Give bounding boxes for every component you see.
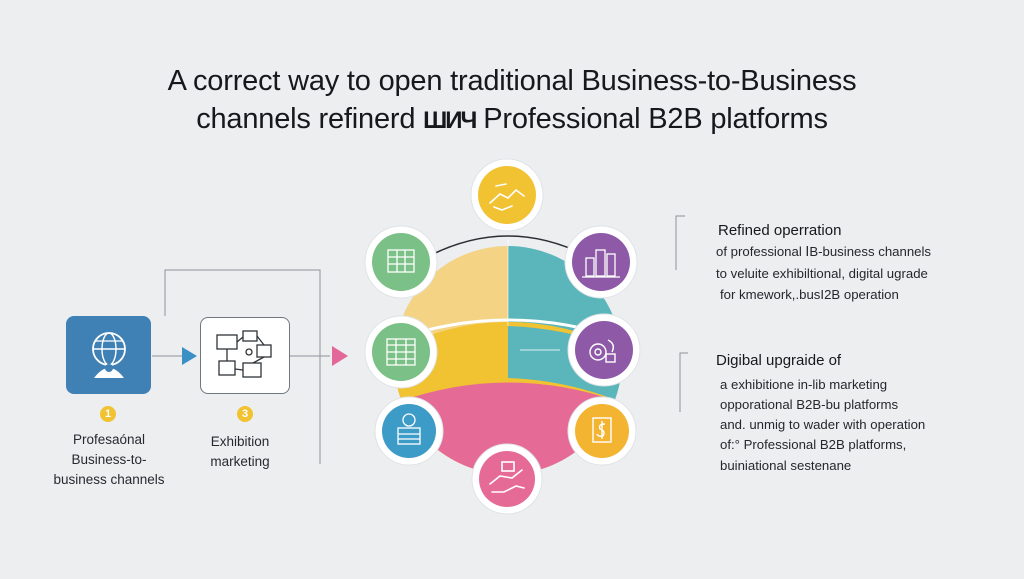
title-line-2-end: Professional B2B platforms (483, 103, 828, 135)
step-1-label-line-3: business channels (53, 472, 165, 487)
title-line-2-glyph: ШИЧ (423, 107, 477, 134)
node-top-right[interactable] (564, 225, 638, 299)
title-line-1: A correct way to open traditional Busine… (167, 65, 857, 97)
step-1-label-line-1: Profesaónal (72, 432, 146, 447)
block-2-line-3: and. unmig to wader with operation (720, 417, 926, 432)
spreadsheet-icon (386, 338, 416, 366)
step-1-label-line-2: Business-to- (71, 452, 147, 467)
node-top[interactable] (470, 158, 544, 232)
coin-device-icon (397, 413, 421, 445)
node-mid-left[interactable] (364, 315, 438, 389)
page-title: A correct way to open traditional Busine… (0, 62, 1024, 140)
node-bottom[interactable] (471, 443, 543, 515)
gear-dollar-icon (589, 339, 616, 363)
block-1-heading: Refined operration (718, 222, 842, 239)
handshake-icon (489, 183, 525, 211)
title-line-2: channels refinerd ШИЧ Professional B2B p… (0, 100, 1024, 140)
step-1-label: Profesaónal Business-to- business channe… (44, 430, 174, 490)
b2b-channels-box[interactable] (66, 316, 151, 394)
node-bottom-right[interactable] (567, 396, 637, 466)
step-2-label-line-1: Exhibition (210, 434, 270, 449)
block-1-line-3: for kmework,.busI2B operation (720, 287, 899, 302)
block-2-heading: Digibal upgraide of (716, 352, 842, 369)
step-2-badge: 3 (237, 406, 253, 422)
block-2-line-1: a exhibitione in-lib marketing (720, 377, 888, 392)
buildings-icon (582, 249, 620, 278)
block-2-line-5: buiniational sestenane (720, 458, 852, 473)
step-2-label-line-2: marketing (210, 454, 270, 469)
connector-lines (152, 215, 688, 464)
title-line-2-start: channels refinerd (196, 103, 416, 135)
step-2-label: Exhibition marketing (195, 432, 285, 472)
exhibition-marketing-box[interactable] (200, 317, 290, 394)
node-bottom-left[interactable] (374, 396, 444, 466)
grid-chart-icon (387, 249, 415, 273)
arrow-blue-icon (182, 347, 197, 365)
block-1-line-1: of professional ⅠB-business channels (716, 244, 932, 259)
node-top-left[interactable] (364, 225, 438, 299)
globe-person-icon (91, 332, 126, 378)
block-2-line-2: opporational B2B-bu platforms (720, 397, 899, 412)
step-1-badge: 1 (100, 406, 116, 422)
node-mid-right[interactable] (567, 313, 641, 387)
arrow-pink-icon (332, 346, 348, 366)
block-1-line-2: to veluite exhibiltional, digital ugrade (716, 266, 928, 281)
hand-coin-icon (489, 461, 525, 493)
document-dollar-icon (592, 417, 612, 443)
workflow-icon (216, 329, 272, 378)
block-2-line-4: of:° Professional B2B platforms, (720, 437, 907, 452)
